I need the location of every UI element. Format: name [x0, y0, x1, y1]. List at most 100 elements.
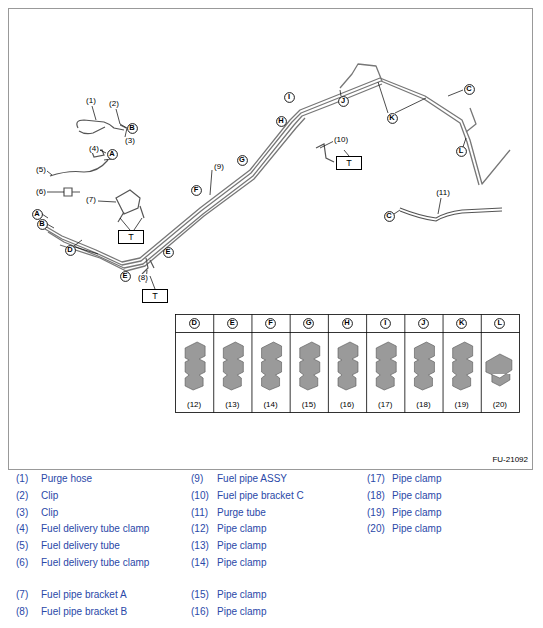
callout-number: (17): [367, 474, 385, 484]
marker-letter: D: [191, 319, 196, 327]
marker-letter: B: [129, 124, 134, 132]
callout-number: (3): [124, 137, 136, 145]
marker-letter: E: [165, 248, 170, 256]
torque-mark: T: [152, 292, 158, 301]
callout-number: (10): [191, 491, 209, 501]
part-name: Pipe clamp: [217, 524, 266, 534]
part-name: Fuel pipe bracket B: [41, 607, 127, 617]
pipe-clamp-picture: [414, 342, 434, 390]
part-name: Pipe clamp: [392, 508, 441, 518]
purge-hose: [79, 127, 105, 134]
circled-letter: I: [284, 92, 295, 103]
part-name: Pipe clamp: [217, 607, 266, 617]
callout-number: (12): [191, 524, 209, 534]
callout-number: (3): [16, 508, 28, 518]
circled-letter: D: [65, 245, 76, 256]
marker-letter: L: [498, 319, 503, 327]
circled-letter: B: [127, 123, 138, 134]
circled-letter: B: [37, 219, 48, 230]
table-rule: [328, 315, 329, 413]
part-name: Pipe clamp: [217, 541, 266, 551]
circled-letter: A: [32, 209, 43, 220]
callout-number: (7): [85, 196, 97, 204]
marker-letter: H: [344, 319, 349, 327]
table-rule: [404, 315, 405, 413]
parts: [50, 120, 502, 274]
circled-letter: A: [107, 149, 118, 160]
marker-letter: K: [389, 114, 394, 122]
part-name: Fuel delivery tube clamp: [41, 558, 149, 568]
circled-letter: E: [227, 318, 238, 329]
callout-number: (11): [191, 508, 208, 518]
callout-number: (4): [16, 524, 28, 534]
callout-number: (7): [16, 590, 28, 600]
marker-letter: K: [459, 319, 464, 327]
marker-letter: B: [39, 220, 44, 228]
pipe-clamp-picture: [376, 342, 396, 390]
marker-letter: G: [239, 156, 245, 164]
callout-number: (5): [35, 166, 47, 174]
marker-letter: C: [466, 85, 471, 93]
fuel-delivery-tube: [50, 160, 108, 176]
fuel-delivery-tube-clamp: [64, 188, 80, 196]
marker-letter: A: [109, 150, 114, 158]
table-rule: [481, 315, 482, 413]
part-name: Purge tube: [217, 508, 266, 518]
callout-number: (1): [16, 474, 28, 484]
marker-letter: I: [288, 93, 290, 101]
torque-box: T: [142, 289, 168, 303]
part-name: Fuel pipe ASSY: [217, 474, 287, 484]
callout-number: (16): [340, 401, 354, 409]
part-name: Pipe clamp: [392, 474, 441, 484]
marker-letter: A: [34, 210, 39, 218]
table-rule: [366, 315, 367, 413]
marker-letter: J: [421, 319, 425, 327]
figure-code: FU-21092: [492, 456, 528, 464]
circled-letter: F: [265, 318, 276, 329]
callout-number: (2): [16, 491, 28, 501]
callout-number: (19): [367, 508, 385, 518]
table-rule: [443, 315, 444, 413]
marker-letter: D: [67, 246, 72, 254]
callout-number: (15): [302, 401, 316, 409]
circled-letter: D: [189, 318, 200, 329]
marker-letter: C: [386, 212, 391, 220]
torque-mark: T: [346, 159, 352, 168]
callout-number: (12): [187, 401, 201, 409]
leader-lines: [42, 82, 466, 289]
callout-number: (14): [191, 558, 209, 568]
callout-number: (8): [16, 607, 28, 617]
part-name: Fuel delivery tube: [41, 541, 120, 551]
torque-box: T: [336, 156, 362, 170]
marker-letter: F: [194, 186, 199, 194]
marker-letter: E: [230, 319, 235, 327]
pipe-clamp-picture: [223, 342, 243, 390]
circled-letter: L: [494, 318, 505, 329]
circled-letter: G: [237, 155, 248, 166]
part-name: Pipe clamp: [217, 590, 266, 600]
callout-number: (6): [16, 558, 28, 568]
marker-letter: H: [278, 117, 283, 125]
purge-tube: [400, 211, 502, 221]
fuel-pipe-bracket-a: [116, 190, 144, 222]
callout-number: (1): [85, 97, 97, 105]
callout-number: (8): [137, 274, 149, 282]
circled-letter: L: [456, 146, 467, 157]
clamp-table: [176, 315, 520, 413]
callout-number: (5): [16, 541, 28, 551]
part-name: Purge hose: [41, 474, 92, 484]
marker-letter: L: [459, 147, 464, 155]
callout-number: (17): [378, 401, 392, 409]
torque-mark: T: [128, 233, 134, 242]
fuel-pipe-assy: [45, 64, 510, 271]
circled-letter: K: [456, 318, 467, 329]
fuel-pipe-bracket-b: [142, 258, 154, 274]
callout-number: (15): [191, 590, 209, 600]
circled-letter: E: [163, 247, 174, 258]
callout-number: (13): [225, 401, 239, 409]
frame: [9, 9, 533, 470]
callout-number: (6): [35, 188, 47, 196]
callout-number: (20): [493, 401, 507, 409]
callout-number: (4): [88, 145, 100, 153]
